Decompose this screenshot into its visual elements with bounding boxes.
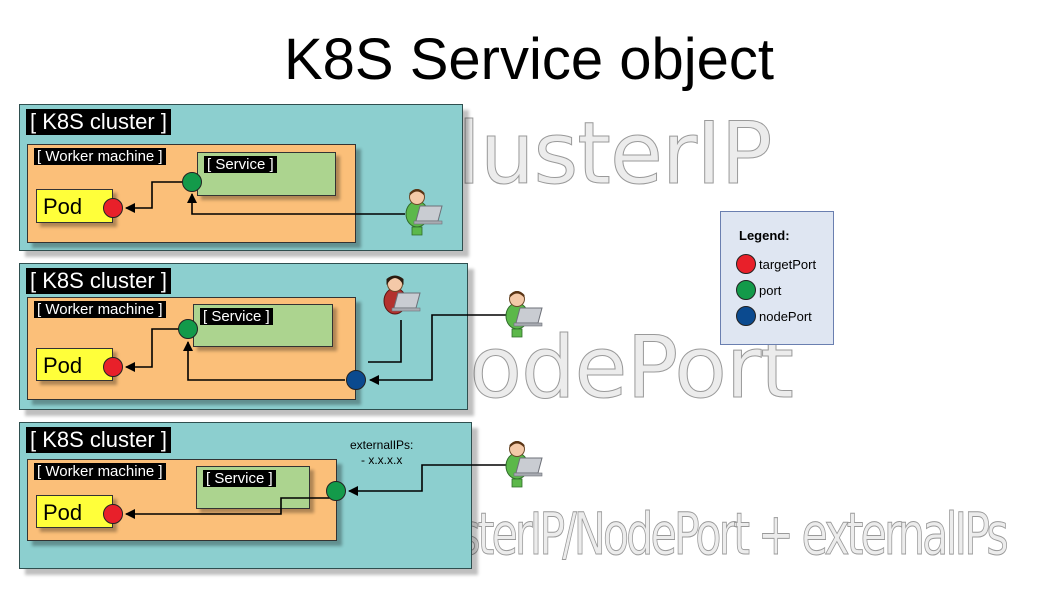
cluster-label: [ K8S cluster ] <box>26 427 171 453</box>
external-ips-value: - x.x.x.x <box>361 453 403 467</box>
target-port-icon <box>736 254 756 274</box>
target-port-icon <box>103 198 123 218</box>
legend-item-target-port: targetPort <box>736 254 816 274</box>
legend: Legend: targetPort port nodePort <box>720 211 834 345</box>
legend-item-port: port <box>736 280 781 300</box>
externalips-connections <box>125 464 506 519</box>
service-box-externalips: [ Service ] <box>196 466 310 509</box>
port-icon <box>182 172 202 192</box>
pod-clusterip: Pod <box>36 189 113 223</box>
user-icon-external <box>505 290 543 338</box>
legend-item-node-port: nodePort <box>736 306 812 326</box>
external-ips-label: externalIPs: <box>350 438 414 452</box>
target-port-icon <box>103 504 123 524</box>
legend-label: targetPort <box>759 256 817 272</box>
user-icon-internal <box>383 275 421 315</box>
target-port-icon <box>103 357 123 377</box>
nodeport-connections <box>125 314 506 385</box>
worker-machine-label: [ Worker machine ] <box>34 463 166 480</box>
watermark-externalips: ClusterIP/NodePort + externalIPs <box>398 500 1009 569</box>
pod-externalips: Pod <box>36 495 113 528</box>
port-icon <box>178 319 198 339</box>
pod-nodeport: Pod <box>36 348 113 381</box>
service-label: [ Service ] <box>200 308 273 325</box>
service-label: [ Service ] <box>203 470 276 487</box>
legend-label: port <box>759 282 782 298</box>
page-title: K8S Service object <box>283 27 775 92</box>
legend-title: Legend: <box>739 228 790 243</box>
user-icon <box>405 188 443 236</box>
legend-label: nodePort <box>759 308 812 324</box>
worker-machine-label: [ Worker machine ] <box>34 301 166 318</box>
external-ips-annotation: externalIPs: - x.x.x.x <box>350 438 413 468</box>
worker-machine-label: [ Worker machine ] <box>34 148 166 165</box>
node-port-icon <box>346 370 366 390</box>
port-icon <box>736 280 756 300</box>
cluster-label: [ K8S cluster ] <box>26 109 171 135</box>
service-box-nodeport: [ Service ] <box>193 304 333 347</box>
cluster-label: [ K8S cluster ] <box>26 268 171 294</box>
clusterip-connections <box>125 181 405 215</box>
user-icon-external <box>505 440 543 488</box>
service-label: [ Service ] <box>204 156 277 173</box>
port-icon <box>326 481 346 501</box>
node-port-icon <box>736 306 756 326</box>
service-box-clusterip: [ Service ] <box>197 152 336 196</box>
